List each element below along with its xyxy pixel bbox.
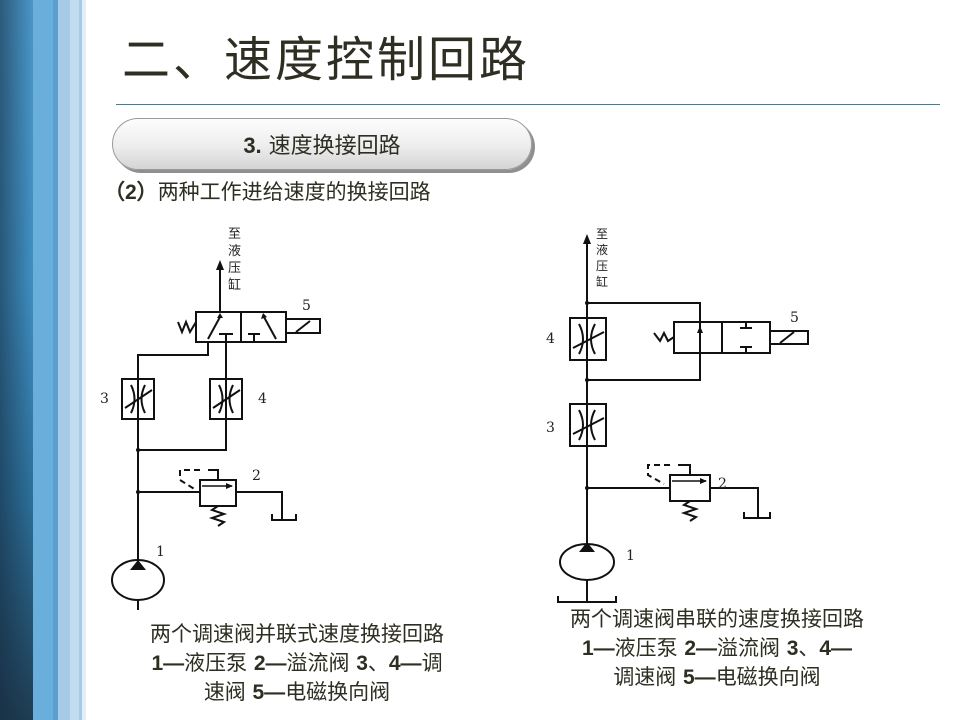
flow-control-valve-3: [121, 378, 155, 420]
subtitle-number: （2）: [104, 181, 158, 204]
relief-valve-2: [179, 469, 297, 527]
label-5: 5: [302, 298, 311, 314]
caption-title: 两个调速阀串联的速度换接回路: [570, 607, 864, 631]
section-label: 速度换接回路: [268, 134, 401, 159]
svg-text:压: 压: [596, 259, 608, 273]
hydraulic-pump-1: [109, 559, 167, 625]
label-1: 1: [156, 544, 165, 560]
subtitle: （2）两种工作进给速度的换接回路: [104, 176, 431, 206]
relief-valve-2: [647, 464, 771, 522]
svg-text:缸: 缸: [228, 277, 241, 293]
caption-title: 两个调速阀并联式速度换接回路: [150, 622, 444, 646]
label-1: 1: [626, 548, 635, 564]
svg-text:缸: 缸: [596, 274, 608, 289]
svg-text:液: 液: [596, 242, 608, 257]
sidebar-stripe: [58, 0, 70, 720]
caption-legend-line: 1—液压泵 2—溢流阀 3、4—调: [151, 651, 443, 675]
to-cylinder-arrow: [216, 260, 224, 312]
label-2: 2: [252, 468, 261, 484]
label-2: 2: [718, 476, 727, 492]
section-pill-text: 3. 速度换接回路: [243, 128, 400, 160]
section-pill: 3. 速度换接回路: [112, 118, 532, 170]
to-cylinder-label: 至 液 压 缸: [228, 227, 241, 293]
flow-control-valve-4: [569, 317, 607, 418]
label-4: 4: [258, 391, 267, 407]
sidebar-stripe: [82, 0, 86, 720]
parallel-circuit-diagram: 至 液 压 缸 5: [96, 222, 328, 625]
sidebar-stripe: [70, 0, 79, 720]
flow-control-valve-3: [569, 403, 607, 552]
caption-legend-line: 1—液压泵 2—溢流阀 3、4—: [581, 636, 853, 660]
sidebar-stripe-shade: [0, 0, 33, 720]
title-divider: [116, 104, 940, 105]
solenoid-directional-valve-5: [177, 311, 321, 343]
caption-series: 两个调速阀串联的速度换接回路 1—液压泵 2—溢流阀 3、4— 调速阀 5—电磁…: [512, 605, 922, 692]
solenoid-directional-valve-5: [653, 321, 809, 354]
to-cylinder-arrow: [583, 234, 591, 318]
caption-parallel: 两个调速阀并联式速度换接回路 1—液压泵 2—溢流阀 3、4—调 速阀 5—电磁…: [92, 620, 502, 707]
sidebar-stripe: [33, 0, 53, 720]
sidebar-stripe: [53, 0, 58, 720]
hydraulic-pump-1: [557, 542, 617, 603]
sidebar-decoration: [0, 0, 86, 720]
to-cylinder-label: 至 液 压 缸: [596, 227, 608, 289]
svg-text:压: 压: [228, 261, 241, 276]
label-3: 3: [100, 391, 109, 407]
sidebar-stripe: [79, 0, 82, 720]
slide-title: 二、速度控制回路: [122, 32, 531, 88]
label-4: 4: [546, 331, 555, 347]
label-3: 3: [546, 420, 555, 436]
svg-text:至: 至: [596, 227, 608, 241]
svg-text:液: 液: [228, 244, 241, 259]
caption-legend-line: 调速阀 5—电磁换向阀: [613, 665, 821, 689]
caption-legend-line: 速阀 5—电磁换向阀: [203, 680, 391, 704]
section-number: 3.: [243, 133, 262, 158]
series-circuit-diagram: 至 液 压 缸 4: [532, 222, 832, 604]
flow-control-valve-4: [209, 378, 243, 420]
subtitle-text: 两种工作进给速度的换接回路: [157, 180, 431, 204]
label-5: 5: [790, 310, 799, 326]
svg-text:至: 至: [228, 227, 241, 242]
